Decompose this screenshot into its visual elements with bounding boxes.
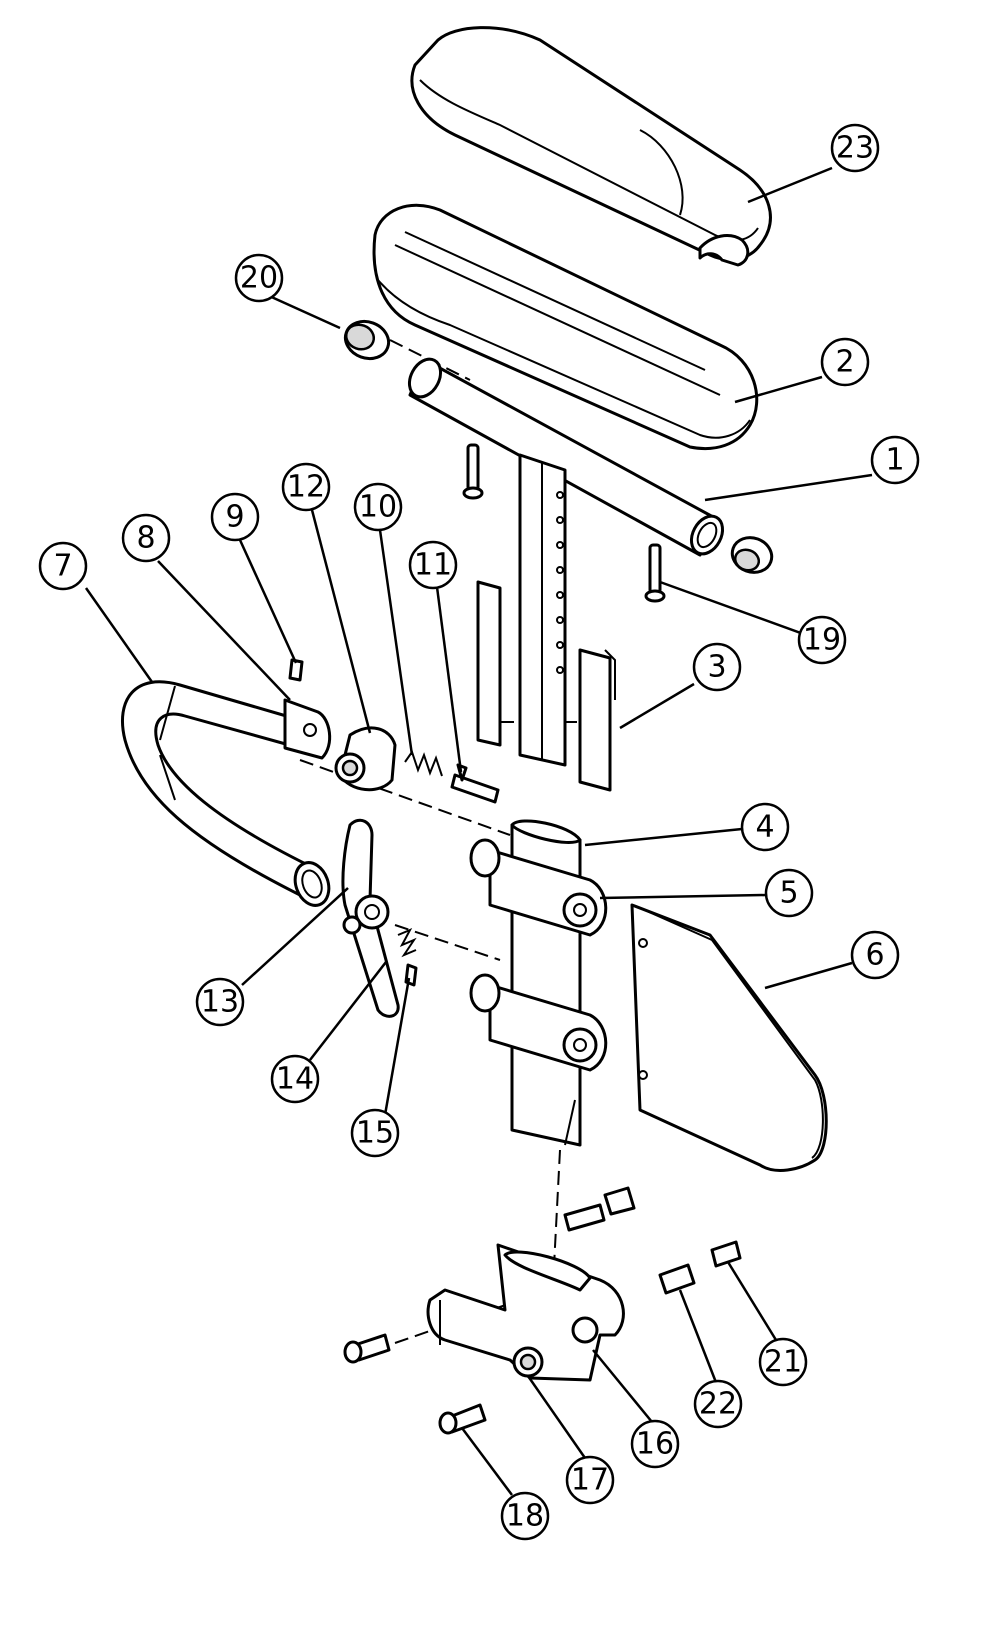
callout-bubble [210, 492, 260, 542]
part-release-lever [341, 818, 400, 1018]
callout-number: 10 [359, 490, 397, 525]
callout-19: 19 [797, 615, 847, 665]
callout-bubble [408, 540, 458, 590]
callout-number: 7 [53, 549, 72, 584]
callout-number: 21 [764, 1345, 802, 1380]
callout-bubble [270, 1054, 320, 1104]
callout-2: 2 [820, 337, 870, 387]
callout-bubble [850, 930, 900, 980]
part-lever-spring [397, 928, 417, 958]
callout-23: 23 [830, 123, 880, 173]
part-receiver-tube [469, 819, 608, 1147]
callout-bubble [121, 513, 171, 563]
part-plunger-pin [450, 763, 500, 804]
callout-bubble [740, 802, 790, 852]
callout-number: 9 [225, 500, 244, 535]
callout-bubble [820, 337, 870, 387]
callout-5: 5 [764, 868, 814, 918]
part-spring [404, 749, 443, 777]
callout-bubble [350, 1108, 400, 1158]
callout-bubble [797, 615, 847, 665]
callout-number: 15 [356, 1116, 394, 1151]
callout-number: 22 [699, 1387, 737, 1422]
callout-18: 18 [500, 1491, 550, 1541]
callout-10: 10 [353, 482, 403, 532]
callout-3: 3 [692, 642, 742, 692]
callout-number: 1 [885, 443, 904, 478]
callout-bubble [764, 868, 814, 918]
callout-bubble [830, 123, 880, 173]
callout-22: 22 [693, 1379, 743, 1429]
callout-number: 12 [287, 470, 325, 505]
callout-15: 15 [350, 1108, 400, 1158]
callout-bubble [693, 1379, 743, 1429]
callout-bubble [353, 482, 403, 532]
callout-number: 23 [836, 131, 874, 166]
part-height-adjust-post [476, 453, 616, 792]
callout-bubble [281, 462, 331, 512]
callout-number: 5 [779, 876, 798, 911]
callout-bubble [38, 541, 88, 591]
adjust-holes [556, 491, 564, 674]
callout-14: 14 [270, 1054, 320, 1104]
callout-11: 11 [408, 540, 458, 590]
callout-20: 20 [234, 253, 284, 303]
part-mounting-bracket [426, 1243, 625, 1382]
part-armrest-tube [407, 357, 725, 557]
part-clamp [283, 658, 332, 760]
part-end-cap [343, 319, 774, 574]
part-armrest-pad-upholstered [410, 26, 772, 267]
callout-number: 18 [506, 1499, 544, 1534]
callout-bubble [630, 1419, 680, 1469]
callout-bubble [758, 1337, 808, 1387]
callout-number: 19 [803, 623, 841, 658]
callout-bubble [500, 1491, 550, 1541]
callout-9: 9 [210, 492, 260, 542]
callout-6: 6 [850, 930, 900, 980]
callout-number: 13 [201, 985, 239, 1020]
leader-lines [84, 166, 873, 1496]
callout-number: 11 [414, 548, 452, 583]
callout-number: 16 [636, 1427, 674, 1462]
callout-bubble [870, 435, 920, 485]
callout-bubble [565, 1455, 615, 1505]
callout-number: 8 [136, 521, 155, 556]
callout-bubble [692, 642, 742, 692]
part-side-guard-panel [630, 903, 828, 1172]
callout-7: 7 [38, 541, 88, 591]
callout-8: 8 [121, 513, 171, 563]
callout-21: 21 [758, 1337, 808, 1387]
callout-17: 17 [565, 1455, 615, 1505]
callout-number: 14 [276, 1062, 314, 1097]
callout-1: 1 [870, 435, 920, 485]
part-bolts [343, 1186, 742, 1435]
callout-bubble [234, 253, 284, 303]
callout-number: 17 [571, 1463, 609, 1498]
callout-bubble [195, 977, 245, 1027]
callout-number: 2 [835, 345, 854, 380]
part-armrest-pad [372, 203, 759, 451]
callout-number: 3 [707, 650, 726, 685]
callout-4: 4 [740, 802, 790, 852]
part-push-handle-loop [120, 680, 331, 907]
part-screws [462, 443, 666, 603]
callout-number: 6 [865, 938, 884, 973]
callout-12: 12 [281, 462, 331, 512]
callout-16: 16 [630, 1419, 680, 1469]
callout-13: 13 [195, 977, 245, 1027]
callouts: 1 2 3 4 5 6 7 8 9 10 11 12 13 14 15 16 1… [38, 123, 920, 1541]
callout-number: 4 [755, 810, 774, 845]
callout-number: 20 [240, 261, 278, 296]
part-collar [334, 726, 397, 792]
